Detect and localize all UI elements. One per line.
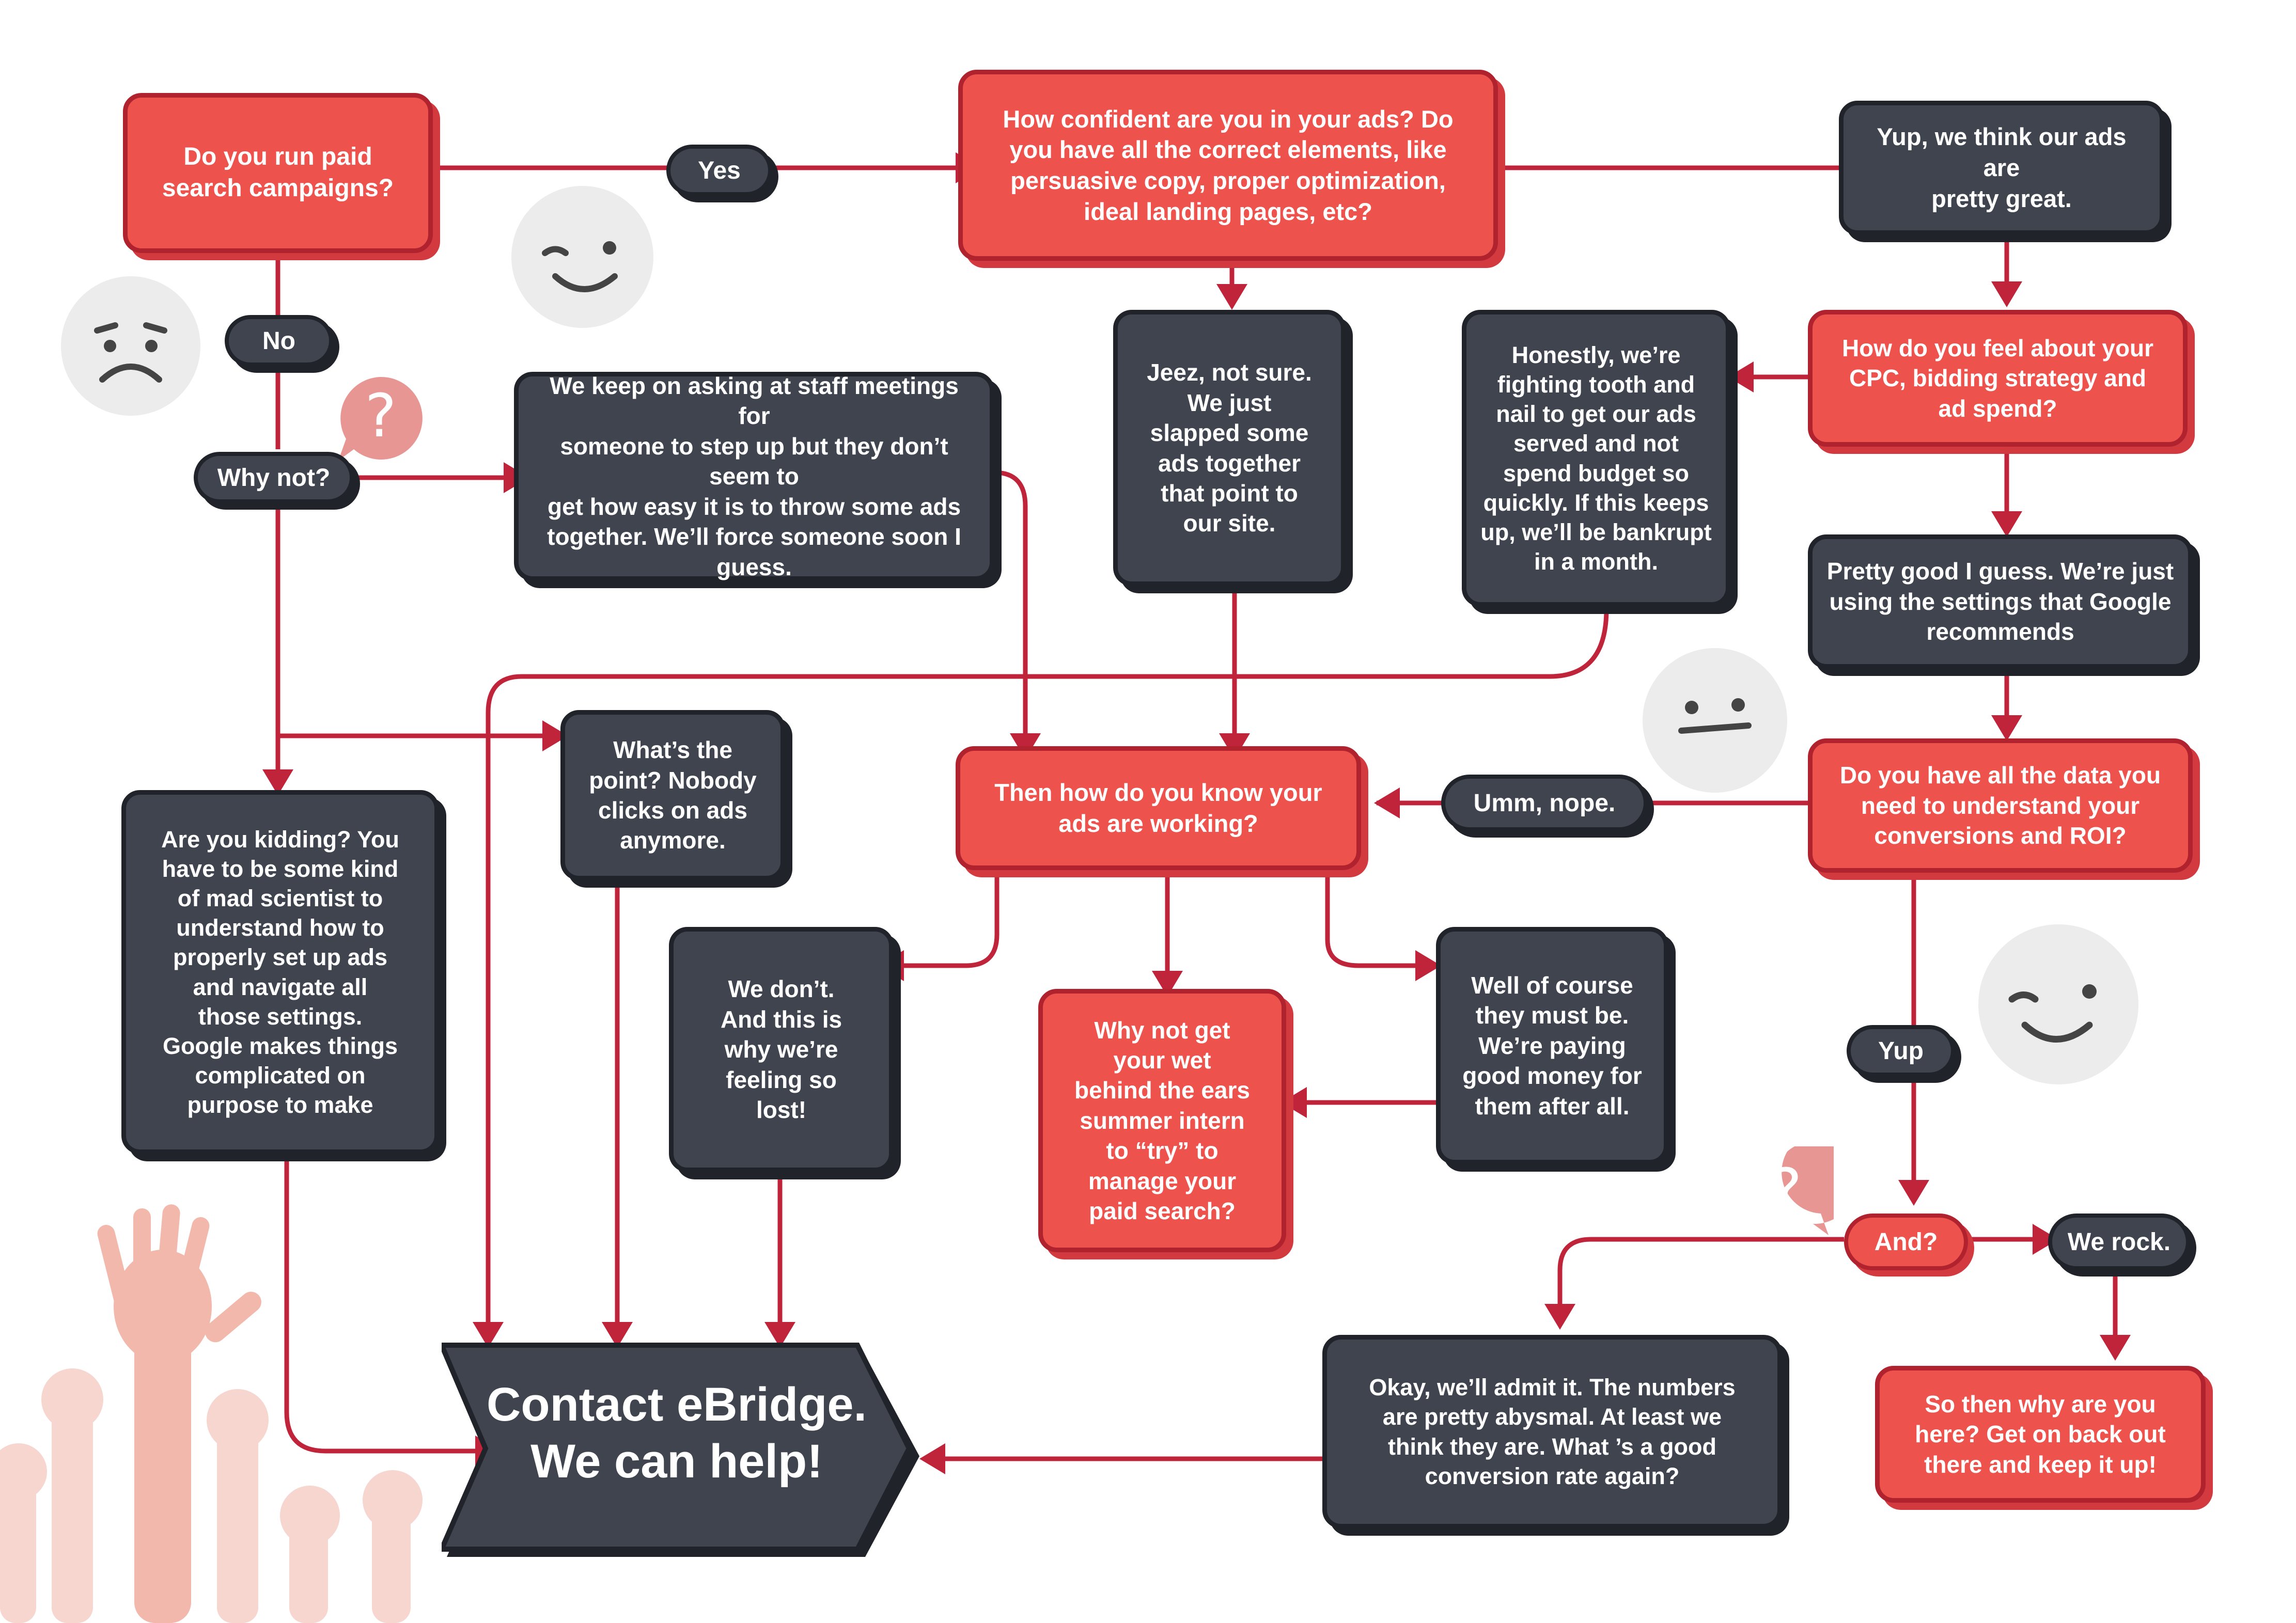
question-bubble-icon: ? (338, 376, 423, 461)
sad-face-icon (61, 276, 200, 416)
neutral-face-icon (1643, 648, 1787, 793)
node-data: Do you have all the data you need to und… (1808, 738, 2193, 873)
node-whats-point: What’s the point? Nobody clicks on ads a… (560, 710, 785, 880)
raised-hands-illustration (0, 1204, 423, 1623)
node-so-then: So then why are you here? Get on back ou… (1875, 1366, 2206, 1503)
node-pretty-good: Pretty good I guess. We’re just using th… (1808, 534, 2193, 669)
node-of-course: Well of course they must be. We’re payin… (1436, 927, 1668, 1164)
node-yup-great: Yup, we think our ads are pretty great. (1839, 101, 2164, 235)
node-honestly: Honestly, we’re fighting tooth and nail … (1462, 310, 1730, 607)
question-mark: ? (365, 382, 396, 451)
node-confident: How confident are you in your ads? Do yo… (958, 70, 1498, 261)
node-we-dont: We don’t. And this is why we’re feeling … (669, 927, 894, 1172)
contact-ebridge-cta[interactable] (442, 1340, 932, 1570)
node-staff: We keep on asking at staff meetings for … (514, 372, 994, 581)
node-intern: Why not get your wet behind the ears sum… (1038, 989, 1286, 1252)
wink-face-icon (1978, 924, 2138, 1084)
node-start: Do you run paid search campaigns? (123, 93, 433, 253)
pill-umm-nope: Umm, nope. (1441, 775, 1648, 831)
contact-ebridge-label: Contact eBridge. We can help! (486, 1378, 867, 1488)
question-mark: ? (1770, 1156, 1802, 1225)
pill-no: No (225, 315, 333, 367)
wink-face-icon (511, 186, 653, 328)
pill-we-rock: We rock. (2048, 1214, 2190, 1270)
pill-why-not: Why not? (194, 452, 354, 503)
node-okay: Okay, we’ll admit it. The numbers are pr… (1322, 1335, 1782, 1529)
node-cpc: How do you feel about your CPC, bidding … (1808, 310, 2188, 447)
question-bubble-icon: ? (1770, 1146, 1834, 1235)
pill-yup: Yup (1847, 1025, 1955, 1077)
pill-yes: Yes (666, 145, 772, 196)
pill-and: And? (1844, 1214, 1968, 1270)
node-kidding: Are you kidding? You have to be some kin… (121, 790, 439, 1154)
node-jeez: Jeez, not sure. We just slapped some ads… (1113, 310, 1346, 586)
node-how-know: Then how do you know your ads are workin… (956, 746, 1361, 870)
